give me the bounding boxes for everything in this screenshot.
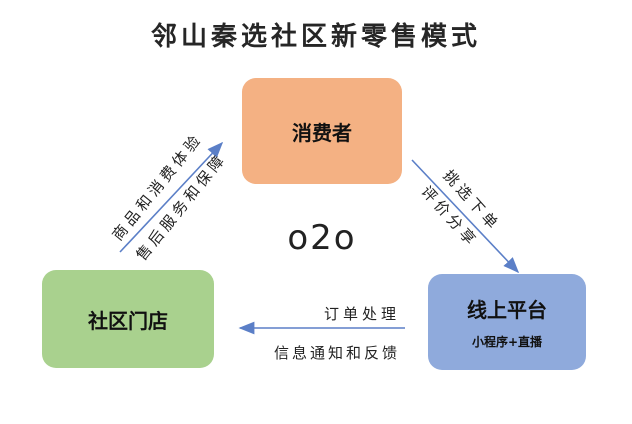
arrow-store-to-consumer [119, 141, 224, 253]
center-label: o2o [287, 218, 357, 258]
consumer-node: 消费者 [242, 78, 402, 184]
platform-label: 线上平台 [467, 298, 547, 322]
arrow-consumer-to-platform [411, 159, 520, 274]
online-platform-node: 线上平台 小程序+直播 [428, 274, 586, 370]
consumer-label: 消费者 [292, 120, 352, 145]
edge-label-order-processing: 订单处理 [323, 305, 400, 323]
community-store-node: 社区门店 [42, 270, 214, 368]
diagram-title: 邻山秦选社区新零售模式 [150, 22, 481, 52]
platform-sublabel: 小程序+直播 [471, 335, 543, 349]
edge-label-notify-feedback: 信息通知和反馈 [273, 344, 400, 362]
store-label: 社区门店 [88, 308, 168, 333]
